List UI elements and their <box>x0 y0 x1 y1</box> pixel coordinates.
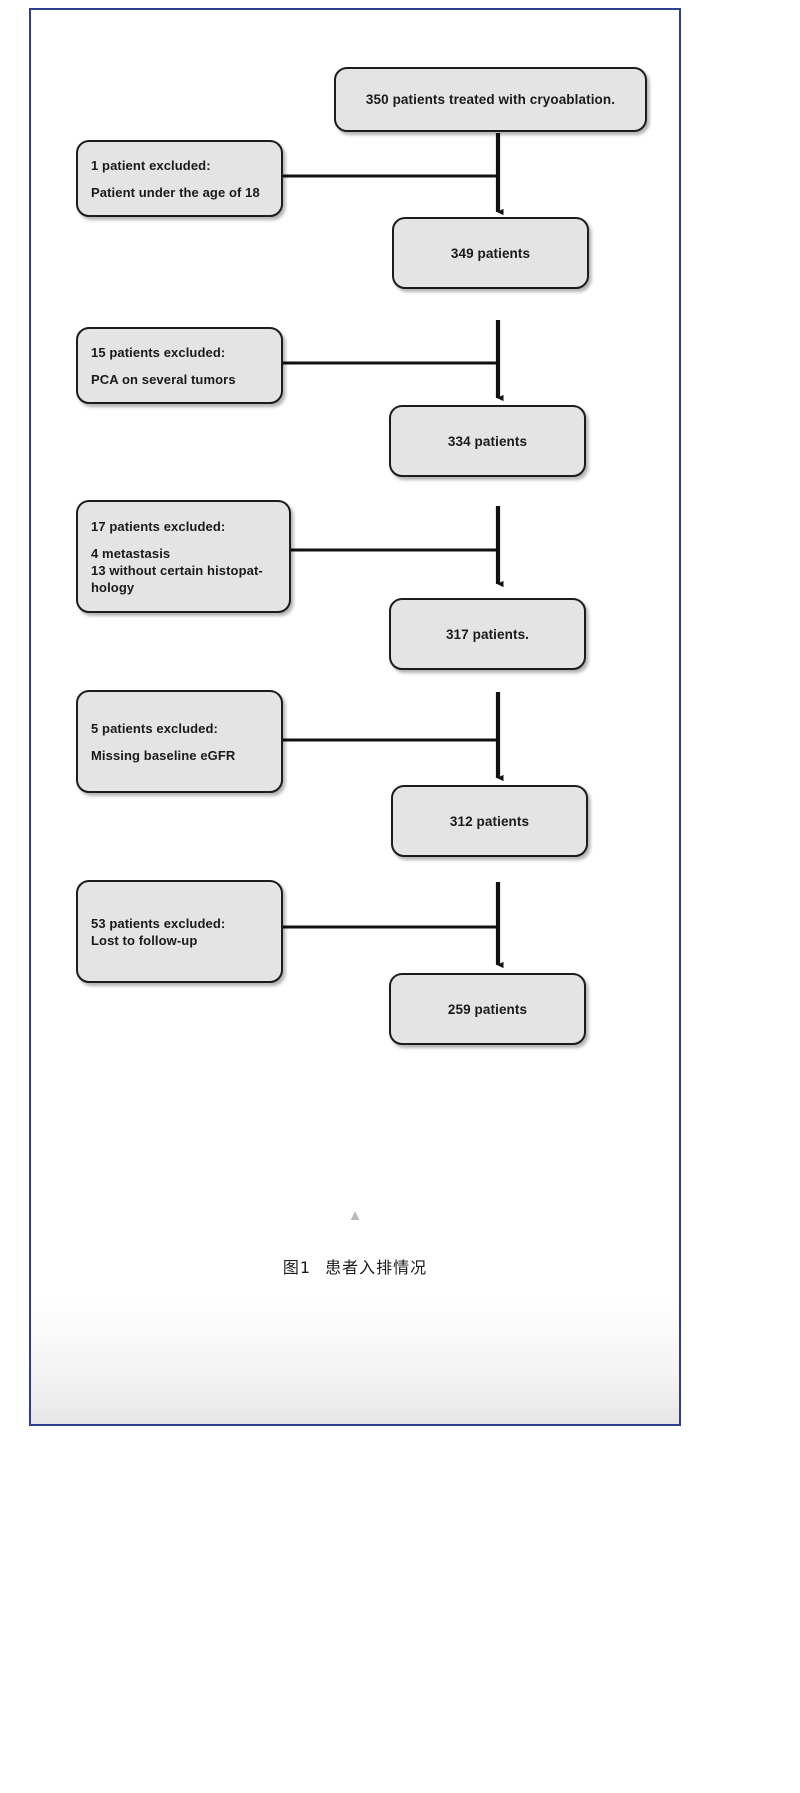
flow-node-exclusion-1-patient: 1 patient excluded: Patient under the ag… <box>76 140 283 217</box>
exclusion-heading: 53 patients excluded: <box>91 915 226 931</box>
flow-node-label: 349 patients <box>450 245 531 261</box>
flow-node-label: 350 patients treated with cryoablation. <box>365 92 616 107</box>
patient-selection-flowchart: 350 patients treated with cryoablation. … <box>31 10 679 1424</box>
flow-node-exclusion-15-patients: 15 patients excluded: PCA on several tum… <box>76 327 283 404</box>
exclusion-reason: 13 without certain histopat- <box>91 562 263 578</box>
flow-node-exclusion-17-patients: 17 patients excluded: 4 metastasis 13 wi… <box>76 500 291 613</box>
exclusion-heading: 15 patients excluded: <box>91 344 226 360</box>
flow-node-349-patients: 349 patients <box>392 217 589 289</box>
flow-node-259-patients: 259 patients <box>389 973 586 1045</box>
figure-page-frame: 350 patients treated with cryoablation. … <box>29 8 681 1426</box>
figure-caption: 图1 患者入排情况 <box>31 1254 679 1278</box>
figure-caption-text: 患者入排情况 <box>325 1258 428 1277</box>
figure-page-background: 350 patients treated with cryoablation. … <box>31 10 679 1424</box>
exclusion-reason: PCA on several tumors <box>91 371 236 387</box>
triangle-up-icon[interactable]: ▲ <box>347 1207 363 1224</box>
exclusion-reason: 4 metastasis <box>91 545 171 561</box>
flow-node-334-patients: 334 patients <box>389 405 586 477</box>
exclusion-reason: Missing baseline eGFR <box>91 747 236 763</box>
flow-node-exclusion-53-patients: 53 patients excluded: Lost to follow-up <box>76 880 283 983</box>
flow-node-exclusion-5-patients: 5 patients excluded: Missing baseline eG… <box>76 690 283 793</box>
exclusion-reason: Patient under the age of 18 <box>91 184 260 200</box>
exclusion-heading: 17 patients excluded: <box>91 518 226 534</box>
flow-node-317-patients: 317 patients. <box>389 598 586 670</box>
flow-node-label: 259 patients <box>447 1001 528 1017</box>
flow-node-label: 317 patients. <box>445 626 530 642</box>
flow-node-312-patients: 312 patients <box>391 785 588 857</box>
flow-node-label: 312 patients <box>449 813 530 829</box>
exclusion-heading: 5 patients excluded: <box>91 720 218 736</box>
exclusion-heading: 1 patient excluded: <box>91 157 211 173</box>
figure-caption-number: 图1 <box>282 1258 312 1277</box>
exclusion-reason: Lost to follow-up <box>91 932 198 948</box>
flow-node-350-patients: 350 patients treated with cryoablation. <box>334 67 647 132</box>
flow-node-label: 334 patients <box>447 433 528 449</box>
exclusion-reason-cont: hology <box>91 579 135 595</box>
